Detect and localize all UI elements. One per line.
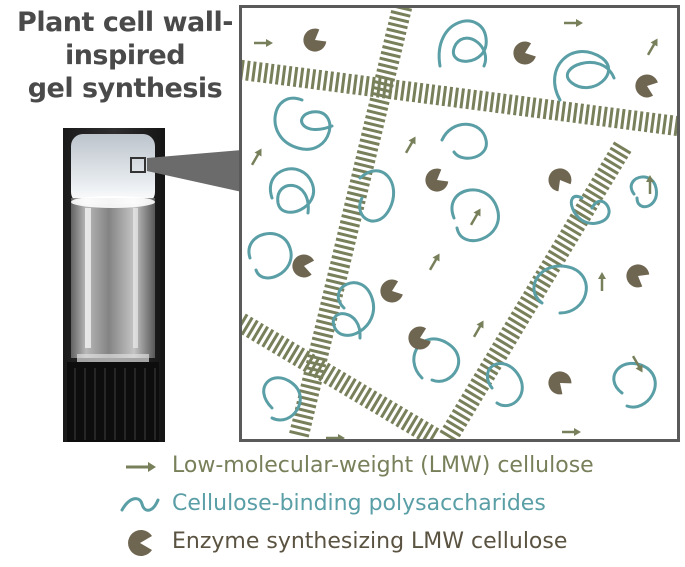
enzyme-icon [544,164,574,193]
enzyme-icon [544,367,575,398]
lmw-cellulose-arrow [427,251,443,271]
arrow-icon [120,450,160,484]
polysaccharide-chain [442,124,486,158]
polysaccharide-chain [264,378,301,420]
gel-network-diagram [242,8,677,439]
polysaccharide-chain [249,234,291,278]
enzyme-icon [291,253,315,279]
polysaccharide-chain [270,169,313,213]
polysaccharide-chain [555,52,614,100]
legend-label: Low-molecular-weight (LMW) cellulose [172,453,594,478]
legend: Low-molecular-weight (LMW) cellulose Cel… [120,450,680,564]
enzyme-icon [632,71,659,100]
polysaccharide-chain [614,363,655,407]
legend-item-enzyme: Enzyme synthesizing LMW cellulose [120,526,680,564]
lmw-cellulose-arrow [468,206,484,226]
enzyme-icon [377,277,404,306]
enzyme-icon [622,260,651,290]
polysaccharide-chain [439,21,486,66]
lmw-cellulose-arrow [598,272,606,291]
polysaccharide-chain [275,98,332,149]
lmw-cellulose-arrow [326,434,345,439]
enzyme-icon [510,39,537,68]
legend-label: Cellulose-binding polysaccharides [172,491,546,516]
squiggle-icon [120,488,160,522]
legend-label: Enzyme synthesizing LMW cellulose [172,529,567,554]
lmw-cellulose-arrow [471,318,487,338]
legend-item-polysaccharides: Cellulose-binding polysaccharides [120,488,680,526]
lmw-cellulose-arrow [562,428,581,436]
lmw-cellulose-arrow [564,19,583,27]
enzyme-icon [299,26,328,56]
lmw-cellulose-arrow [249,146,265,166]
lmw-cellulose-arrow [254,39,273,47]
lmw-cellulose-arrow [645,36,661,56]
polysaccharide-chain [333,283,373,338]
enzyme-icon [421,166,450,196]
zoomed-gel-panel [239,5,680,442]
lmw-cellulose-arrow [403,134,419,154]
pacman-icon [120,526,160,560]
legend-item-lmw-cellulose: Low-molecular-weight (LMW) cellulose [120,450,680,488]
